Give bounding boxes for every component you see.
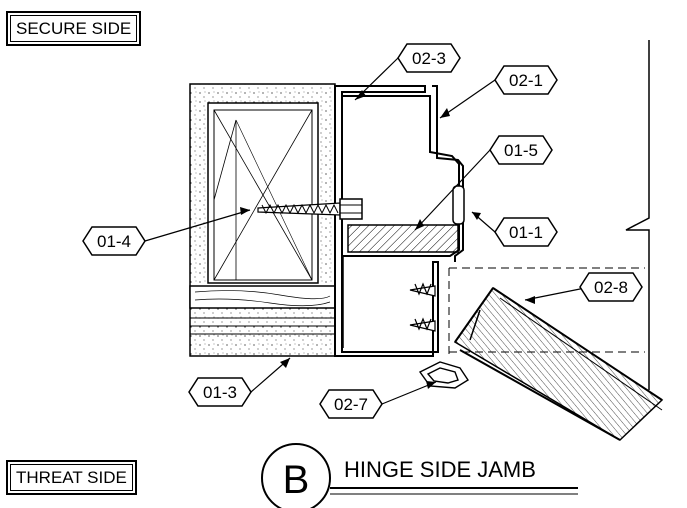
- threat-side-label: THREAT SIDE: [6, 460, 137, 495]
- svg-text:01-4: 01-4: [97, 232, 131, 251]
- callout-01-1: 01-1: [494, 217, 558, 247]
- detail-title-text: HINGE SIDE JAMB: [344, 457, 536, 482]
- callout-01-4: 01-4: [82, 226, 146, 256]
- hinge-knuckle: [452, 185, 465, 225]
- secure-side-label: SECURE SIDE: [6, 11, 142, 46]
- svg-text:01-3: 01-3: [203, 383, 237, 402]
- callout-02-8: 02-8: [579, 272, 643, 302]
- svg-text:02-1: 02-1: [509, 71, 543, 90]
- callout-02-7: 02-7: [319, 389, 383, 419]
- anchor-screw: [257, 198, 363, 220]
- frame-screws: [409, 282, 436, 332]
- svg-text:01-5: 01-5: [504, 141, 538, 160]
- svg-text:02-7: 02-7: [334, 395, 368, 414]
- detail-letter: B: [283, 458, 310, 502]
- leader-arrowheads: [240, 90, 535, 389]
- svg-text:02-3: 02-3: [412, 49, 446, 68]
- door-frame-profile: [334, 85, 464, 357]
- callout-02-3: 02-3: [397, 43, 461, 73]
- hinge-gasket: [418, 361, 469, 389]
- callout-01-3: 01-3: [188, 377, 252, 407]
- callout-02-1: 02-1: [494, 65, 558, 95]
- callout-01-5: 01-5: [489, 135, 553, 165]
- door-leaf: [453, 286, 664, 441]
- secure-side-text: SECURE SIDE: [10, 15, 138, 42]
- threat-side-text: THREAT SIDE: [10, 464, 133, 491]
- svg-text:02-8: 02-8: [594, 278, 628, 297]
- wall-break-line: [625, 40, 650, 390]
- anchor-board: [347, 224, 459, 253]
- svg-text:01-1: 01-1: [509, 223, 543, 242]
- wall-section: [189, 83, 336, 357]
- detail-title: B HINGE SIDE JAMB: [261, 443, 578, 508]
